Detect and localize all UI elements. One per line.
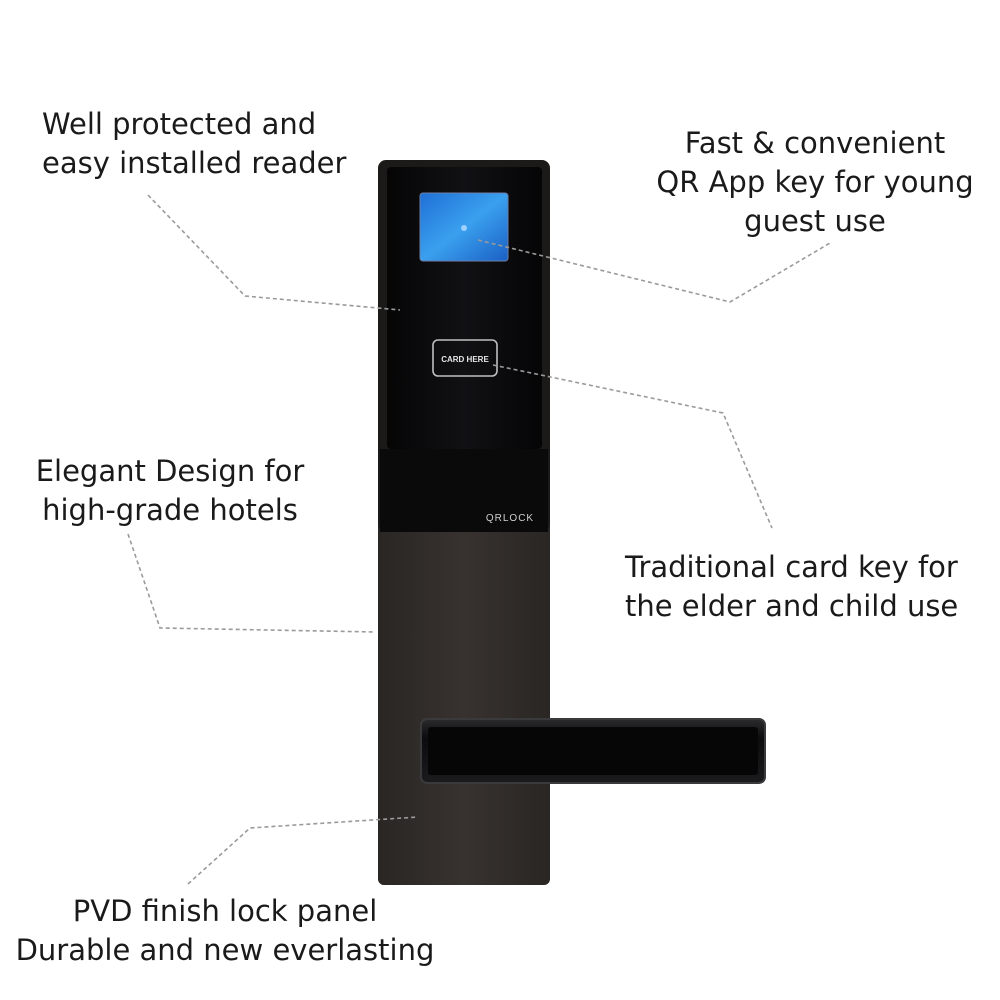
- callout-qr-line1: Fast & convenient: [684, 126, 946, 160]
- callout-design-line1: Elegant Design for: [35, 454, 305, 488]
- callout-qr: Fast & convenient QR App key for young g…: [640, 124, 990, 241]
- callout-qr-line3: guest use: [744, 204, 886, 238]
- callout-reader: Well protected and easy installed reader: [42, 105, 346, 183]
- callout-design-line2: high-grade hotels: [42, 493, 298, 527]
- door-handle-face: [428, 727, 758, 775]
- brand-logo-text: QRLOCK: [486, 513, 534, 524]
- card-reader-badge: [432, 339, 498, 377]
- callout-finish-line2: Durable and new everlasting: [15, 933, 435, 967]
- callout-reader-line2: easy installed reader: [42, 146, 347, 180]
- callout-reader-line1: Well protected and: [42, 107, 317, 141]
- callout-finish-line1: PVD finish lock panel: [72, 894, 378, 928]
- leader-finish: [187, 816, 419, 885]
- callout-finish: PVD finish lock panel Durable and new ev…: [0, 892, 450, 970]
- lock-brand-band: [380, 449, 548, 532]
- callout-qr-line2: QR App key for young: [656, 165, 974, 199]
- callout-card: Traditional card key for the elder and c…: [625, 548, 958, 626]
- callout-card-line1: Traditional card key for: [625, 550, 958, 584]
- callout-card-line2: the elder and child use: [625, 589, 959, 623]
- leader-design: [127, 533, 376, 633]
- qr-scanner-lens: [461, 225, 467, 231]
- callout-design: Elegant Design for high-grade hotels: [10, 452, 330, 530]
- lock-body-panel: [378, 520, 550, 885]
- leader-card: [492, 364, 773, 529]
- card-reader-label: CARD HERE: [441, 355, 489, 364]
- leader-qr: [477, 239, 831, 303]
- leader-reader: [147, 194, 401, 311]
